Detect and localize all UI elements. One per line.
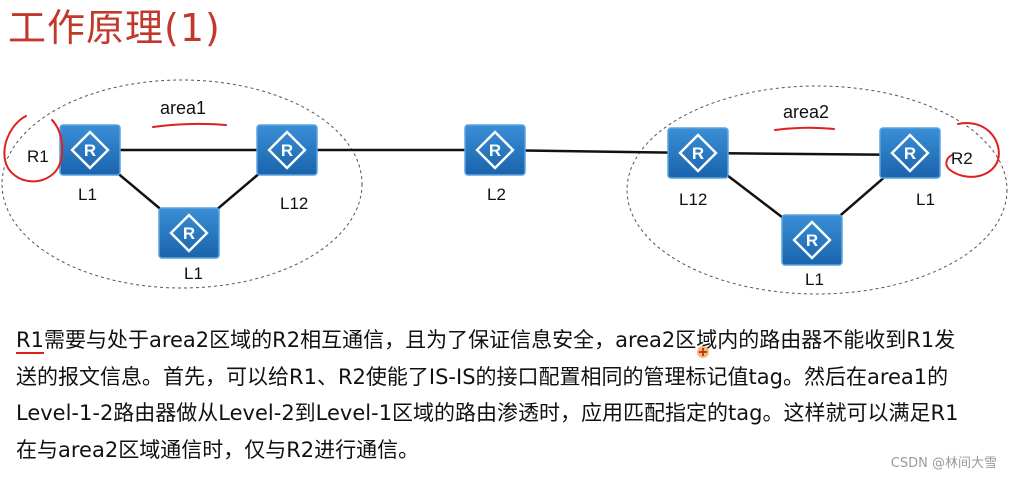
slide-title: 工作原理(1)	[8, 6, 221, 50]
area1-boundary	[1, 79, 363, 289]
router-icon	[878, 126, 942, 180]
router-icon	[780, 213, 844, 267]
link-backbone-a2l12	[494, 148, 699, 155]
router-label-a1-l1: L1	[78, 185, 97, 204]
router-icon	[255, 123, 319, 177]
router-label-a1-bottom: L1	[184, 264, 203, 283]
router-label-a2-l12: L12	[679, 190, 707, 209]
router-icon	[666, 126, 730, 180]
r2-circle	[945, 122, 1000, 178]
area1-label: area1	[160, 98, 206, 118]
area2-underline	[774, 126, 835, 131]
router-icon	[58, 123, 122, 177]
router-icon	[463, 123, 527, 177]
area1-underline	[152, 122, 227, 128]
router-label-a1-l12: L12	[280, 194, 308, 213]
network-diagram: R L1 L12 L1 L2 L12 L1 L1 area1 area2 R1 …	[1, 79, 1008, 295]
area2-boundary	[626, 85, 1008, 295]
link-a2l12-a2l1	[697, 151, 911, 157]
router-label-a2-l1: L1	[916, 190, 935, 209]
cursor-marker-icon	[697, 346, 709, 358]
r1-annotation: R1	[27, 147, 49, 166]
annotation-marks	[3, 115, 1000, 183]
r2-annotation: R2	[951, 149, 973, 168]
description-lead: R1	[16, 328, 44, 354]
description-text: R1需要与处于area2区域的R2相互通信，且为了保证信息安全，area2区域内…	[16, 322, 966, 468]
router-label-a2-bottom: L1	[805, 270, 824, 289]
router-icon	[157, 206, 221, 260]
r1-circle	[3, 115, 64, 183]
area2-label: area2	[783, 102, 829, 122]
router-label-backbone-l2: L2	[487, 185, 506, 204]
description-body: 需要与处于area2区域的R2相互通信，且为了保证信息安全，area2区域内的路…	[16, 328, 959, 462]
watermark: CSDN @林间大雪	[890, 456, 997, 471]
